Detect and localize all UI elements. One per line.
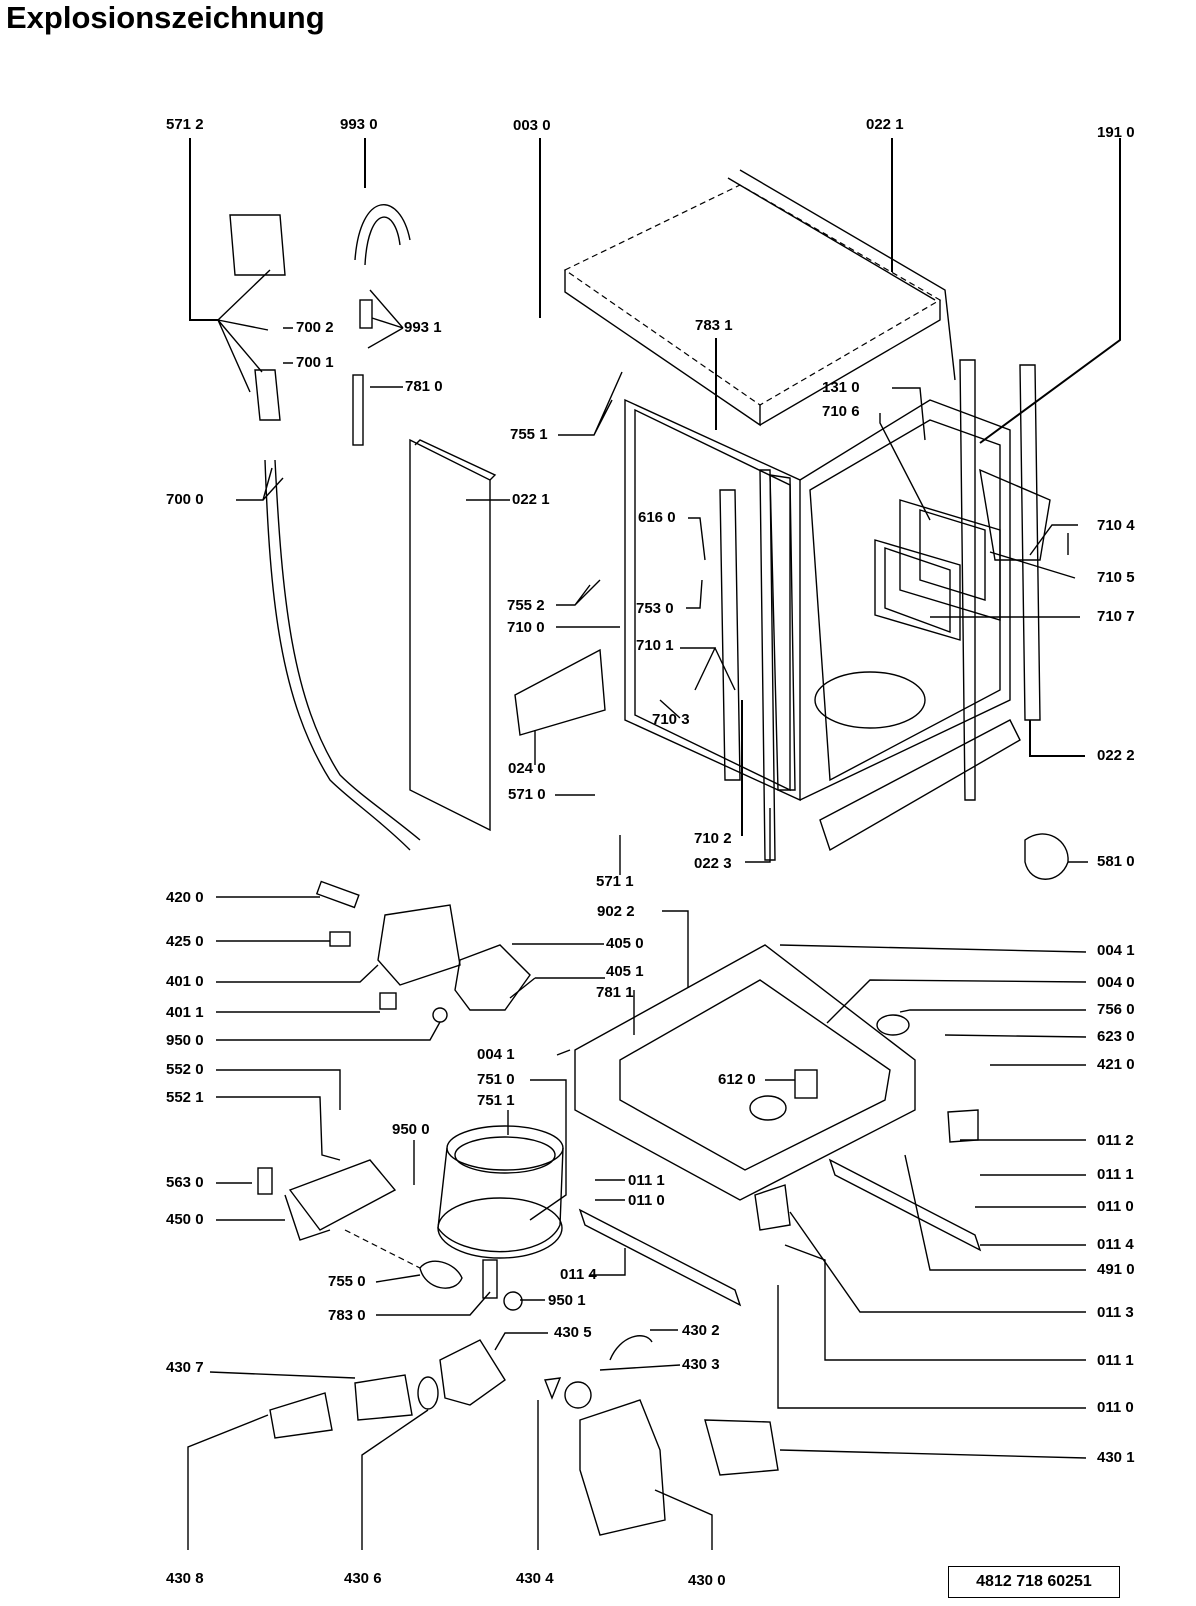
- callout-label: 011 0: [1097, 1399, 1134, 1416]
- callout-label: 011 1: [1097, 1166, 1134, 1183]
- pump-assembly: [315, 880, 531, 1023]
- inlet-hose: [229, 214, 421, 851]
- callout-label: 011 4: [1097, 1236, 1134, 1253]
- callout-label: 425 0: [166, 933, 204, 950]
- callout-label: 401 1: [166, 1004, 204, 1021]
- callout-label: 563 0: [166, 1174, 204, 1191]
- callout-label: 430 6: [344, 1570, 382, 1587]
- callout-label: 700 0: [166, 491, 204, 508]
- callout-label: 783 1: [695, 317, 733, 334]
- callout-label: 783 0: [328, 1307, 366, 1324]
- callout-label: 623 0: [1097, 1028, 1135, 1045]
- callout-label: 751 0: [477, 1071, 515, 1088]
- callout-label: 430 8: [166, 1570, 204, 1587]
- callout-label: 612 0: [718, 1071, 756, 1088]
- callout-label: 993 1: [404, 319, 442, 336]
- callout-label: 430 3: [682, 1356, 720, 1373]
- callout-label: 430 2: [682, 1322, 720, 1339]
- callout-label: 430 4: [516, 1570, 554, 1587]
- callout-label: 003 0: [513, 117, 551, 134]
- door-panel: [409, 438, 497, 832]
- callout-label: 405 1: [606, 963, 644, 980]
- callout-label: 571 2: [166, 116, 204, 133]
- callout-label: 781 0: [405, 378, 443, 395]
- circulation-motor: [544, 1335, 779, 1536]
- callout-label: 710 0: [507, 619, 545, 636]
- callout-label: 950 1: [548, 1292, 586, 1309]
- callout-label: 571 1: [596, 873, 634, 890]
- callout-label: 022 3: [694, 855, 732, 872]
- hose-clamp: [352, 203, 411, 446]
- callout-label: 191 0: [1097, 124, 1135, 141]
- callout-label: 753 0: [636, 600, 674, 617]
- callout-label: 710 2: [694, 830, 732, 847]
- callout-label: 710 7: [1097, 608, 1135, 625]
- callout-label: 552 1: [166, 1089, 204, 1106]
- callout-label: 710 5: [1097, 569, 1135, 586]
- part-number-box: 4812 718 60251: [948, 1566, 1120, 1598]
- callout-label: 552 0: [166, 1061, 204, 1078]
- callout-label: 710 4: [1097, 517, 1135, 534]
- leader-lines: [187, 138, 1121, 1550]
- callout-label: 405 0: [606, 935, 644, 952]
- callout-label: 022 1: [512, 491, 550, 508]
- callout-label: 011 0: [1097, 1198, 1134, 1215]
- callout-label: 421 0: [1097, 1056, 1135, 1073]
- callout-label: 581 0: [1097, 853, 1135, 870]
- callout-label: 022 1: [866, 116, 904, 133]
- callout-label: 011 3: [1097, 1304, 1134, 1321]
- callout-label: 700 2: [296, 319, 334, 336]
- callout-label: 616 0: [638, 509, 676, 526]
- callout-label: 755 1: [510, 426, 548, 443]
- callout-label: 710 6: [822, 403, 860, 420]
- callout-label: 004 0: [1097, 974, 1135, 991]
- callout-label: 011 1: [628, 1172, 665, 1189]
- cabinet-body: [624, 359, 1051, 861]
- callout-label: 993 0: [340, 116, 378, 133]
- callout-label: 756 0: [1097, 1001, 1135, 1018]
- callout-label: 131 0: [822, 379, 860, 396]
- rails-and-brackets: [514, 648, 1069, 1307]
- callout-label: 700 1: [296, 354, 334, 371]
- base-frame: [574, 944, 916, 1201]
- callout-label: 751 1: [477, 1092, 515, 1109]
- callout-label: 022 2: [1097, 747, 1135, 764]
- callout-label: 430 1: [1097, 1449, 1135, 1466]
- callout-label: 491 0: [1097, 1261, 1135, 1278]
- callout-label: 004 1: [1097, 942, 1135, 959]
- callout-label: 004 1: [477, 1046, 515, 1063]
- callout-label: 430 0: [688, 1572, 726, 1589]
- heater-assembly: [257, 1159, 421, 1269]
- callout-label: 011 4: [560, 1266, 597, 1283]
- callout-label: 710 1: [636, 637, 674, 654]
- callout-label: 024 0: [508, 760, 546, 777]
- callout-label: 950 0: [392, 1121, 430, 1138]
- drain-fittings: [269, 1339, 506, 1439]
- callout-label: 011 2: [1097, 1132, 1134, 1149]
- callout-label: 755 0: [328, 1273, 366, 1290]
- callout-label: 430 5: [554, 1324, 592, 1341]
- callout-label: 011 0: [628, 1192, 665, 1209]
- callout-label: 450 0: [166, 1211, 204, 1228]
- sump-assembly: [419, 1125, 564, 1311]
- callout-label: 755 2: [507, 597, 545, 614]
- callout-label: 401 0: [166, 973, 204, 990]
- callout-label: 011 1: [1097, 1352, 1134, 1369]
- callout-label: 781 1: [596, 984, 634, 1001]
- cabinet-top-panel: [563, 169, 956, 427]
- callout-label: 571 0: [508, 786, 546, 803]
- callout-label: 430 7: [166, 1359, 204, 1376]
- callout-label: 950 0: [166, 1032, 204, 1049]
- callout-label: 710 3: [652, 711, 690, 728]
- callout-label: 420 0: [166, 889, 204, 906]
- callout-label: 902 2: [597, 903, 635, 920]
- page-title: Explosionszeichnung: [6, 0, 325, 35]
